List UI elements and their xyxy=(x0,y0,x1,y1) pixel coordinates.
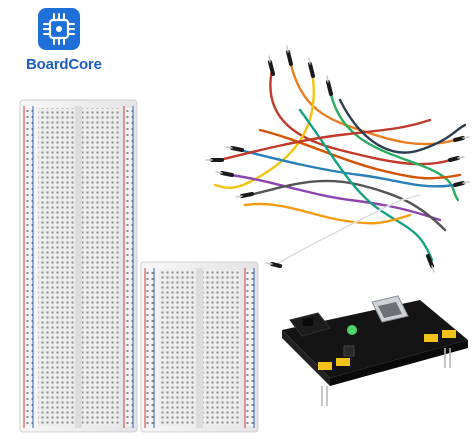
breadboard-power-supply-module xyxy=(282,295,468,406)
half-size-breadboard xyxy=(140,261,259,433)
dc-barrel-jack xyxy=(289,312,331,337)
full-size-breadboard xyxy=(19,99,138,433)
power-switch xyxy=(343,345,355,357)
power-led xyxy=(347,325,357,335)
brand-name: BoardCore xyxy=(26,56,102,73)
voltage-jumper-right xyxy=(424,330,456,342)
voltage-jumper-left xyxy=(318,358,350,370)
jumper-wire-bundle xyxy=(205,45,470,273)
brand-logo: BoardCore xyxy=(26,8,102,78)
chip-icon xyxy=(38,8,80,50)
usb-port xyxy=(371,295,409,323)
